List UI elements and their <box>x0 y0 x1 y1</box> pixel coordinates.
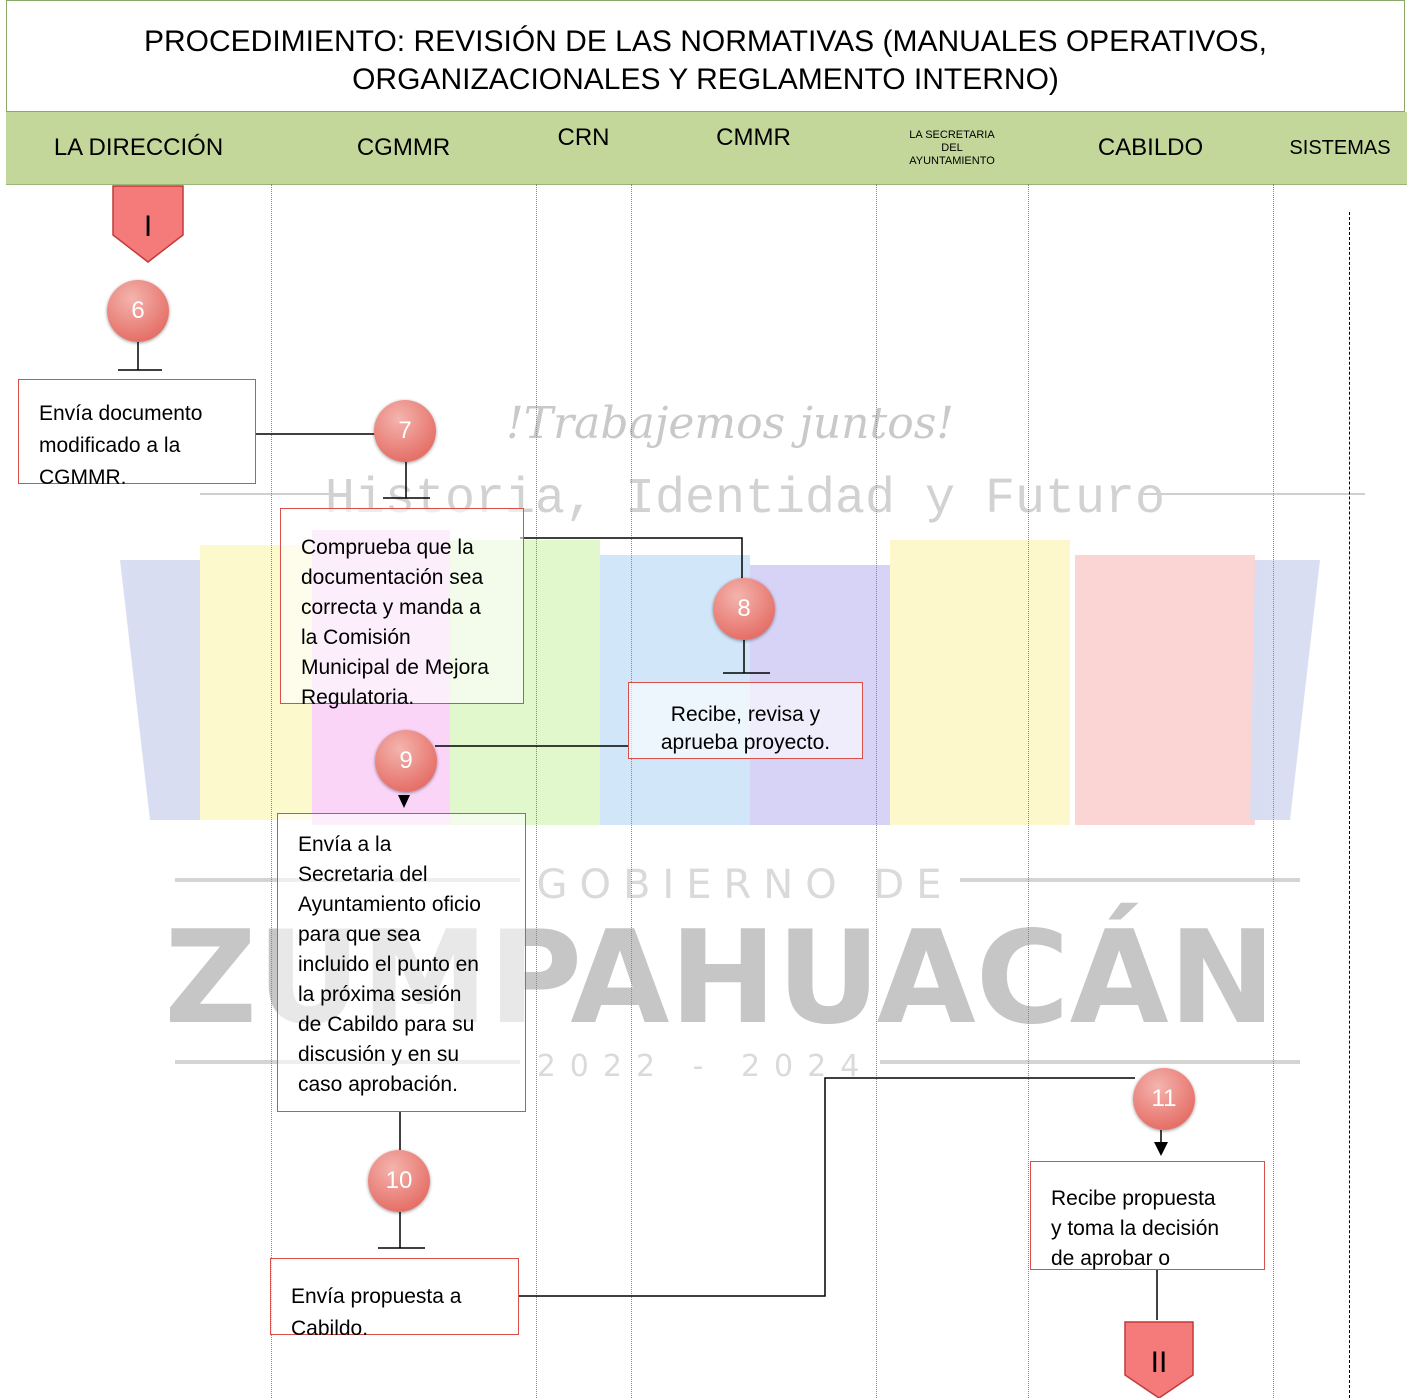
box-8-line: aprueba proyecto. <box>660 731 831 754</box>
box-9-line: para que sea <box>298 923 421 946</box>
title-line-1: PROCEDIMIENTO: REVISIÓN DE LAS NORMATIVA… <box>144 25 1267 58</box>
process-box-11: Recibe propuesta y toma la decisión de a… <box>1030 1161 1265 1270</box>
box-7-line: correcta y manda a <box>301 596 481 619</box>
lane-divider <box>876 184 877 1398</box>
lane-cmmr: CMMR <box>716 124 791 151</box>
box-9-line: Envía a la <box>298 833 392 856</box>
box-9-line: de Cabildo para su <box>298 1013 475 1036</box>
lane-divider <box>631 184 632 1398</box>
watermark-gobierno: GOBIERNO DE <box>537 862 954 908</box>
box-10-line: Cabildo. <box>291 1317 369 1340</box>
lane-secretaria: LA SECRETARIA DEL AYUNTAMIENTO <box>876 112 1028 184</box>
process-box-6: Envía documento modificado a la CGMMR. <box>18 379 256 489</box>
lane-sistemas: SISTEMAS <box>1289 136 1391 159</box>
box-11-line: Recibe propuesta <box>1051 1187 1216 1210</box>
step-circle-11: 11 <box>1133 1068 1195 1130</box>
box-7-line: Regulatoria. <box>301 686 415 709</box>
step-circle-9: 9 <box>375 730 437 792</box>
box-9-line: incluido el punto en <box>298 953 479 976</box>
step-circle-10: 10 <box>368 1150 430 1212</box>
box-9-line: la próxima sesión <box>298 983 462 1006</box>
watermark-slogan: !Trabajemos juntos! <box>506 398 954 449</box>
lane-divider-dashed <box>1349 212 1350 1398</box>
lane-divider <box>1273 184 1274 1398</box>
lane-cgmmr: CGMMR <box>356 134 451 161</box>
offpage-connector-start-label: I <box>144 210 152 243</box>
offpage-connector-end <box>1124 1321 1194 1398</box>
offpage-connector-end-label: II <box>1151 1346 1168 1379</box>
box-9-line: Secretaria del <box>298 863 428 886</box>
process-box-9: Envía a la Secretaria del Ayuntamiento o… <box>277 813 526 1112</box>
step-circle-7: 7 <box>374 400 436 462</box>
step-circle-6: 6 <box>107 280 169 342</box>
box-6-line: modificado a la <box>39 434 181 457</box>
offpage-connector-start <box>112 185 184 263</box>
box-8-line: Recibe, revisa y <box>670 703 821 726</box>
process-box-10: Envía propuesta a Cabildo. <box>270 1258 519 1340</box>
lane-divider <box>1028 184 1029 1398</box>
lane-crn: CRN <box>557 124 610 151</box>
box-7-line: Comprueba que la <box>301 536 474 559</box>
step-circle-8: 8 <box>713 578 775 640</box>
box-6-line: Envía documento <box>39 402 203 425</box>
lane-direccion: LA DIRECCIÓN <box>53 134 224 161</box>
lane-cabildo: CABILDO <box>1097 134 1204 161</box>
process-box-7: Comprueba que la documentación sea corre… <box>280 508 524 709</box>
box-7-line: documentación sea <box>301 566 484 589</box>
lane-secretaria-line-3: AYUNTAMIENTO <box>909 154 995 167</box>
title-line-2: ORGANIZACIONALES Y REGLAMENTO INTERNO) <box>352 63 1059 96</box>
lane-divider <box>536 184 537 1398</box>
box-10-line: Envía propuesta a <box>291 1285 462 1308</box>
box-9-line: Ayuntamiento oficio <box>298 893 481 916</box>
box-11-line: y toma la decisión <box>1051 1217 1220 1240</box>
watermark-periodo: 2022 - 2024 <box>537 1049 874 1084</box>
lane-secretaria-line-2: DEL <box>941 141 963 154</box>
lane-secretaria-line-1: LA SECRETARIA <box>909 128 995 141</box>
process-box-8: Recibe, revisa y aprueba proyecto. <box>628 682 863 759</box>
box-7-line: Municipal de Mejora <box>301 656 489 679</box>
box-9-line: discusión y en su <box>298 1043 460 1066</box>
box-6-line: CGMMR. <box>39 466 127 489</box>
swimlane-header: LA DIRECCIÓN CGMMR CRN CMMR LA SECRETARI… <box>6 112 1407 185</box>
box-11-line: de aprobar o <box>1051 1247 1171 1270</box>
diagram-title: PROCEDIMIENTO: REVISIÓN DE LAS NORMATIVA… <box>6 0 1405 112</box>
box-7-line: la Comisión <box>301 626 411 649</box>
lane-divider <box>271 184 272 1398</box>
box-9-line: caso aprobación. <box>298 1073 458 1096</box>
